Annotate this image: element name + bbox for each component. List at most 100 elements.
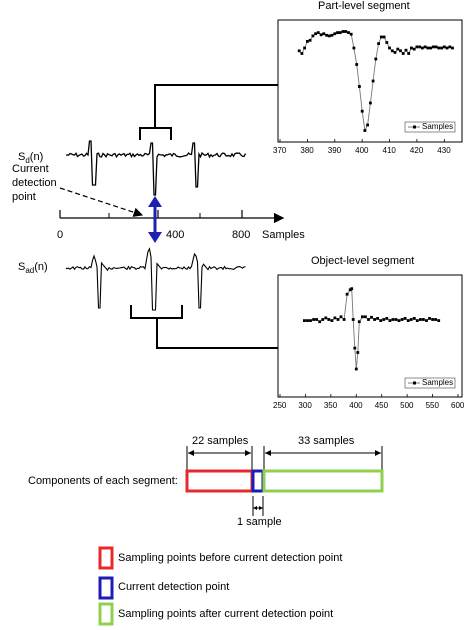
before-count-label: 22 samples bbox=[192, 435, 249, 447]
part-point bbox=[407, 52, 411, 55]
object-x-tick-label: 250 bbox=[273, 401, 287, 410]
object-point bbox=[333, 316, 337, 320]
object-point bbox=[379, 319, 383, 322]
part-point bbox=[418, 45, 422, 49]
part-point bbox=[371, 79, 375, 83]
object-point bbox=[419, 318, 422, 321]
object-point bbox=[376, 317, 379, 320]
sad-label-sub: ad bbox=[25, 266, 35, 276]
object-legend-box bbox=[404, 377, 456, 389]
axis-tick-label-400: 400 bbox=[166, 229, 185, 241]
object-point bbox=[382, 318, 386, 321]
part-point bbox=[451, 46, 454, 50]
part-point bbox=[379, 35, 383, 39]
detection-label-line-2: detection bbox=[12, 177, 57, 189]
part-point bbox=[401, 52, 405, 55]
axis-tick-label-800: 800 bbox=[232, 229, 251, 241]
object-point bbox=[370, 315, 373, 319]
part-connector-line bbox=[154, 84, 278, 128]
object-bracket bbox=[130, 305, 183, 319]
current-count-label: 1 sample bbox=[237, 516, 282, 528]
object-x-tick-label: 500 bbox=[400, 401, 414, 410]
part-legend-box bbox=[404, 121, 456, 133]
component-after-box bbox=[262, 469, 384, 493]
part-point bbox=[415, 45, 419, 49]
part-x-tick-label: 380 bbox=[300, 146, 314, 155]
current-span-arrows bbox=[253, 506, 263, 510]
object-panel-title: Object-level segment bbox=[311, 255, 415, 267]
part-x-tick-label: 430 bbox=[437, 146, 451, 155]
part-point bbox=[325, 33, 328, 37]
part-point bbox=[432, 45, 435, 49]
object-point bbox=[385, 317, 389, 320]
object-point bbox=[364, 315, 367, 319]
object-point bbox=[434, 318, 437, 321]
part-point bbox=[308, 38, 312, 42]
object-signal-points bbox=[303, 287, 441, 371]
part-point bbox=[437, 46, 441, 50]
part-point bbox=[352, 46, 356, 50]
object-point bbox=[312, 318, 315, 321]
detection-arrow-head-up bbox=[148, 196, 162, 207]
part-point bbox=[349, 32, 353, 36]
legend-text-current: Current detection point bbox=[118, 581, 230, 593]
part-point bbox=[421, 46, 424, 50]
object-point bbox=[425, 319, 428, 322]
axis-tick-label-0: 0 bbox=[57, 229, 64, 241]
part-point bbox=[327, 34, 331, 38]
component-before-box bbox=[185, 469, 254, 493]
part-panel-title: Part-level segment bbox=[318, 0, 410, 12]
part-x-ticks bbox=[279, 139, 445, 142]
object-point bbox=[412, 317, 416, 320]
sd-label-sub: d bbox=[25, 156, 30, 166]
part-point bbox=[369, 101, 372, 105]
object-connector-line bbox=[156, 318, 278, 349]
object-point bbox=[428, 317, 431, 320]
object-point bbox=[403, 317, 407, 320]
object-point bbox=[373, 318, 376, 321]
object-point bbox=[342, 318, 346, 321]
after-count-label: 33 samples bbox=[298, 435, 355, 447]
legend-swatch-current bbox=[98, 576, 114, 600]
object-x-ticks bbox=[279, 394, 459, 397]
part-point bbox=[338, 31, 342, 34]
sad-label: Sad(n) bbox=[18, 261, 48, 275]
part-point bbox=[355, 63, 359, 66]
object-panel-frame bbox=[277, 274, 463, 398]
part-point bbox=[336, 31, 339, 34]
object-point bbox=[397, 319, 401, 322]
object-point bbox=[315, 318, 318, 321]
part-point bbox=[363, 129, 367, 132]
part-point bbox=[412, 47, 416, 51]
object-point bbox=[409, 318, 413, 321]
detection-arrow-head-down bbox=[148, 232, 162, 243]
part-point bbox=[330, 33, 334, 37]
object-point bbox=[327, 318, 331, 321]
axis-label: Samples bbox=[262, 229, 305, 241]
part-point bbox=[410, 46, 413, 50]
part-point bbox=[319, 33, 323, 37]
object-point bbox=[354, 367, 358, 371]
part-point bbox=[344, 30, 348, 33]
detection-label-line-1: Current bbox=[12, 163, 49, 175]
object-point bbox=[367, 318, 370, 321]
object-point bbox=[357, 320, 361, 324]
part-point bbox=[347, 31, 350, 34]
object-point bbox=[330, 319, 334, 322]
object-point bbox=[351, 318, 355, 321]
legend-swatch-before bbox=[98, 546, 114, 570]
part-x-tick-label: 400 bbox=[355, 146, 369, 155]
object-point bbox=[431, 318, 434, 321]
part-point bbox=[374, 57, 378, 61]
object-point bbox=[394, 318, 398, 321]
sd-label: Sd(n) bbox=[18, 151, 43, 165]
part-x-tick-label: 410 bbox=[382, 146, 396, 155]
part-point bbox=[303, 46, 306, 50]
components-label: Components of each segment: bbox=[28, 475, 178, 487]
part-point bbox=[385, 41, 389, 44]
object-point bbox=[348, 288, 352, 292]
object-point bbox=[303, 319, 306, 322]
object-x-tick-label: 600 bbox=[451, 401, 465, 410]
